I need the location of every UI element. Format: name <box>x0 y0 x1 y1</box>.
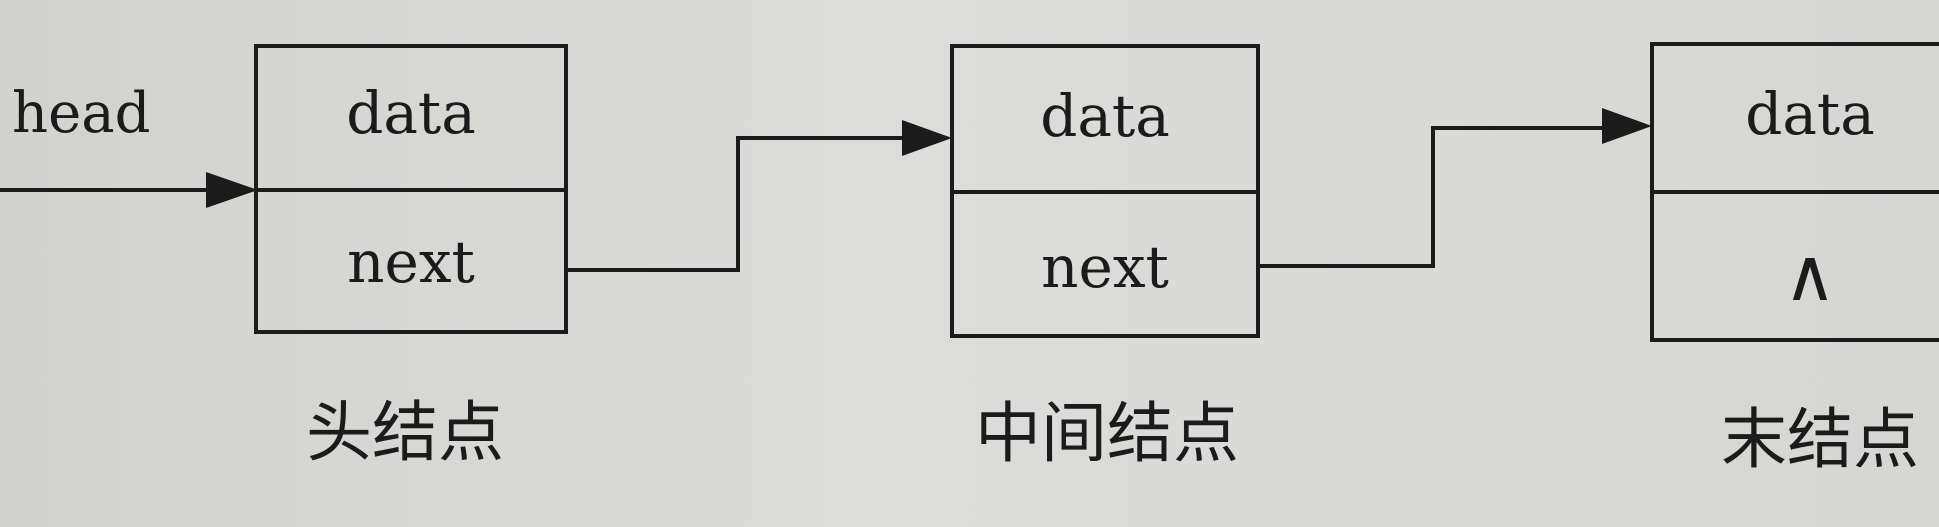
node-middle: data next 中间结点 <box>950 44 1260 472</box>
next-arrowhead-1 <box>902 120 952 156</box>
node-tail-caption: 末结点 <box>1721 401 1919 478</box>
next-arrowhead-2 <box>1602 108 1652 144</box>
node-tail-data: data <box>1745 80 1875 148</box>
head-label: head <box>12 81 150 146</box>
node-middle-caption: 中间结点 <box>975 395 1239 472</box>
node-head-next: next <box>347 228 475 296</box>
node-head-data: data <box>346 79 476 147</box>
node-tail: data ∧ 末结点 <box>1650 42 1939 478</box>
node-head-caption: 头结点 <box>306 394 504 471</box>
head-arrowhead <box>206 172 258 208</box>
node-head: data next 头结点 <box>254 44 568 471</box>
node-middle-next: next <box>1041 233 1169 301</box>
node-middle-data: data <box>1040 82 1170 150</box>
next-arrow-2 <box>1258 126 1608 268</box>
node-tail-null: ∧ <box>1784 233 1837 317</box>
next-arrow-1 <box>566 136 910 272</box>
